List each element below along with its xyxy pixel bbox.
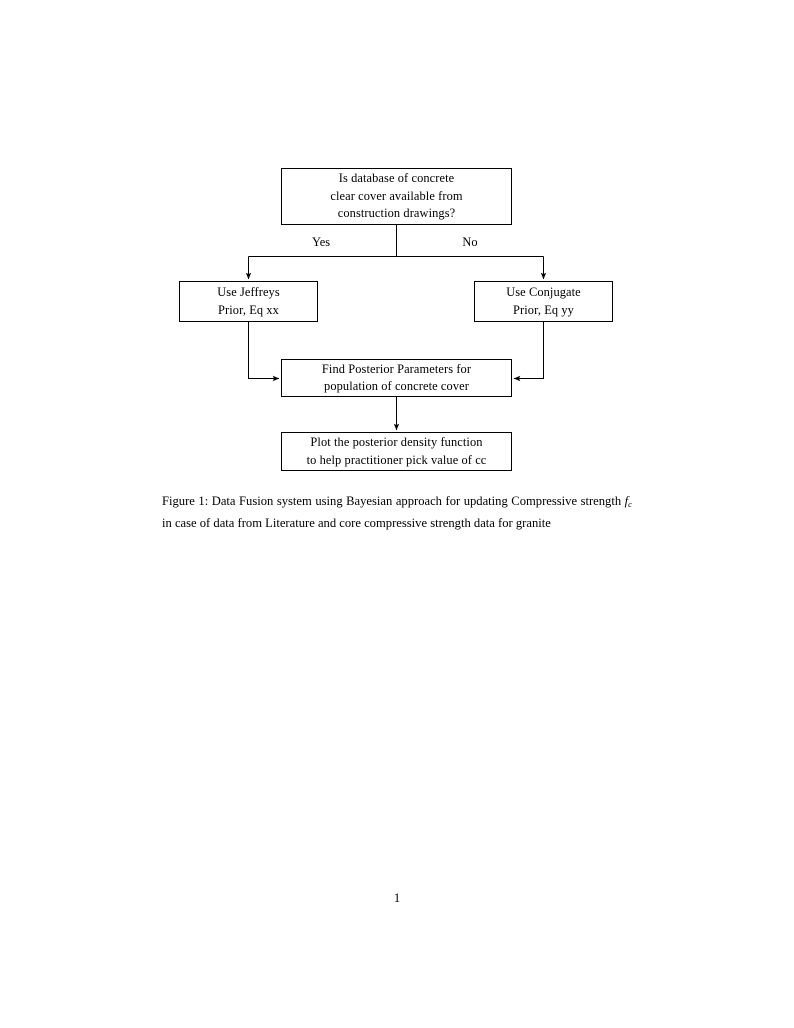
caption-text-part2: in case of data from Literature and core… <box>162 516 551 531</box>
node-text-line: to help practitioner pick value of cc <box>306 452 487 467</box>
connector-jeffreys-to-posterior <box>247 322 280 382</box>
figure-caption: Figure 1: Data Fusion system using Bayes… <box>162 492 632 533</box>
caption-math-symbol: f <box>624 494 629 508</box>
plot-posterior-density[interactable]: Plot the posterior density function to h… <box>281 432 512 471</box>
flowchart-figure: Is database of concrete clear cover avai… <box>0 0 794 490</box>
use-conjugate-prior[interactable]: Use Conjugate Prior, Eq yy <box>474 281 613 322</box>
node-text-line: population of concrete cover <box>324 379 469 393</box>
use-jeffreys-prior[interactable]: Use Jeffreys Prior, Eq xx <box>179 281 318 322</box>
node-text-line: construction drawings? <box>337 206 456 221</box>
branch-label-no: No <box>462 235 478 249</box>
node-text-line: Use Conjugate <box>506 285 581 299</box>
flowchart-connectors <box>245 225 547 431</box>
find-posterior-parameters[interactable]: Find Posterior Parameters for population… <box>281 359 512 397</box>
page-number: 1 <box>393 891 401 905</box>
node-text-line: Prior, Eq yy <box>513 302 574 317</box>
node-text-line: Plot the posterior density function <box>310 435 483 449</box>
node-text-line: clear cover available from <box>330 188 463 203</box>
node-text-line: Is database of concrete <box>338 171 455 186</box>
caption-figure-label: Figure 1: <box>162 494 209 508</box>
caption-text-part1: Data Fusion system using Bayesian approa… <box>208 494 625 508</box>
node-text-line: Find Posterior Parameters for <box>321 361 472 376</box>
connector-conjugate-to-posterior <box>513 322 545 382</box>
decision-database-available[interactable]: Is database of concrete clear cover avai… <box>281 168 512 225</box>
node-text-line: Use Jeffreys <box>217 285 280 299</box>
branch-label-yes: Yes <box>311 235 331 249</box>
caption-math-subscript: c <box>628 499 632 510</box>
node-text-line: Prior, Eq xx <box>218 302 279 317</box>
